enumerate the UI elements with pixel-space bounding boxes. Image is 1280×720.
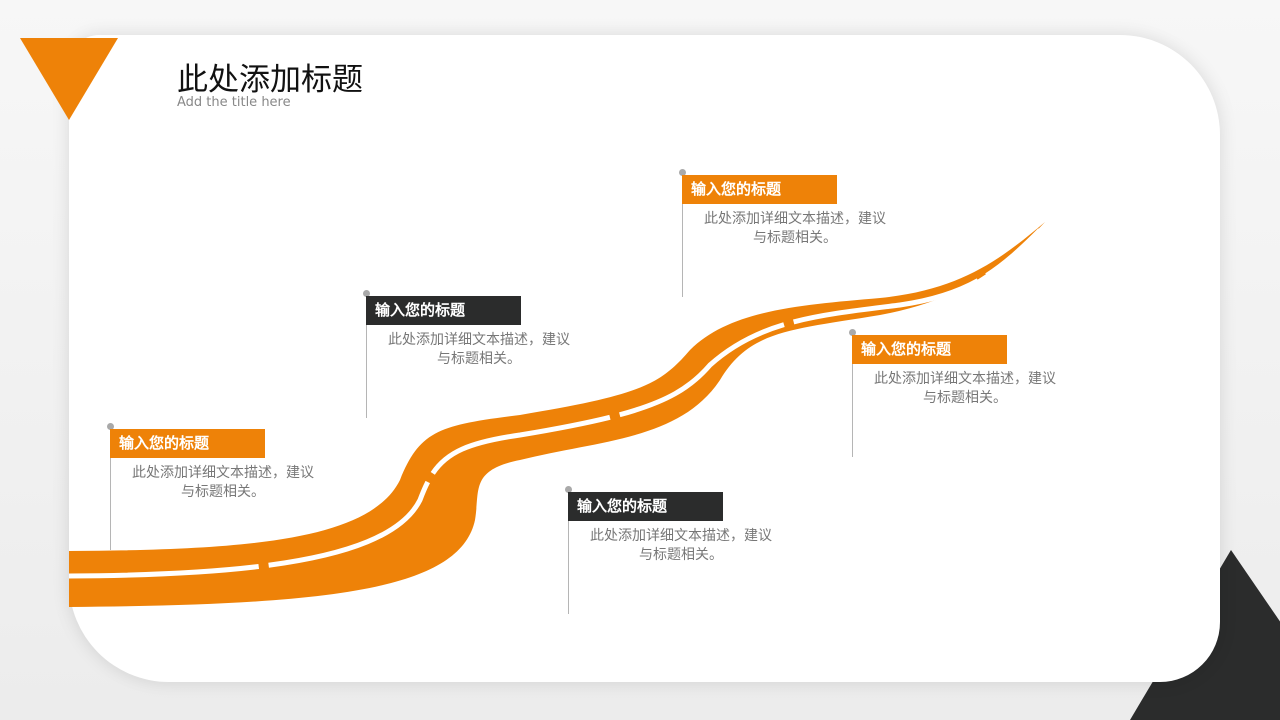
road-center-line (68, 228, 1042, 579)
pin-dot (849, 329, 856, 336)
pin-line (568, 489, 569, 614)
road-body (69, 222, 1045, 607)
page-subtitle: Add the title here (177, 95, 291, 110)
desc-line: 此处添加详细文本描述，建议 (132, 465, 314, 481)
desc-line: 此处添加详细文本描述，建议 (874, 371, 1056, 387)
desc-line: 与标题相关。 (437, 351, 521, 367)
callout-desc: 此处添加详细文本描述，建议与标题相关。 (114, 464, 332, 502)
desc-line: 与标题相关。 (181, 484, 265, 500)
callout-title: 输入您的标题 (568, 492, 723, 521)
page-title: 此处添加标题 (177, 62, 363, 98)
callout-desc: 此处添加详细文本描述，建议与标题相关。 (686, 210, 904, 248)
pin-dot (107, 423, 114, 430)
desc-line: 此处添加详细文本描述，建议 (704, 211, 886, 227)
callout-title: 输入您的标题 (682, 175, 837, 204)
desc-line: 此处添加详细文本描述，建议 (388, 332, 570, 348)
pin-dot (363, 290, 370, 297)
pin-line (682, 172, 683, 297)
pin-dot (679, 169, 686, 176)
pin-line (366, 293, 367, 418)
callout-desc: 此处添加详细文本描述，建议与标题相关。 (370, 331, 588, 369)
desc-line: 与标题相关。 (923, 390, 1007, 406)
callout-desc: 此处添加详细文本描述，建议与标题相关。 (856, 370, 1074, 408)
orange-triangle-decoration (20, 38, 118, 120)
desc-line: 与标题相关。 (753, 230, 837, 246)
pin-line (852, 332, 853, 457)
desc-line: 与标题相关。 (639, 547, 723, 563)
callout-title: 输入您的标题 (366, 296, 521, 325)
pin-dot (565, 486, 572, 493)
pin-line (110, 426, 111, 550)
callout-title: 输入您的标题 (110, 429, 265, 458)
callout-title: 输入您的标题 (852, 335, 1007, 364)
callout-desc: 此处添加详细文本描述，建议与标题相关。 (572, 527, 790, 565)
desc-line: 此处添加详细文本描述，建议 (590, 528, 772, 544)
